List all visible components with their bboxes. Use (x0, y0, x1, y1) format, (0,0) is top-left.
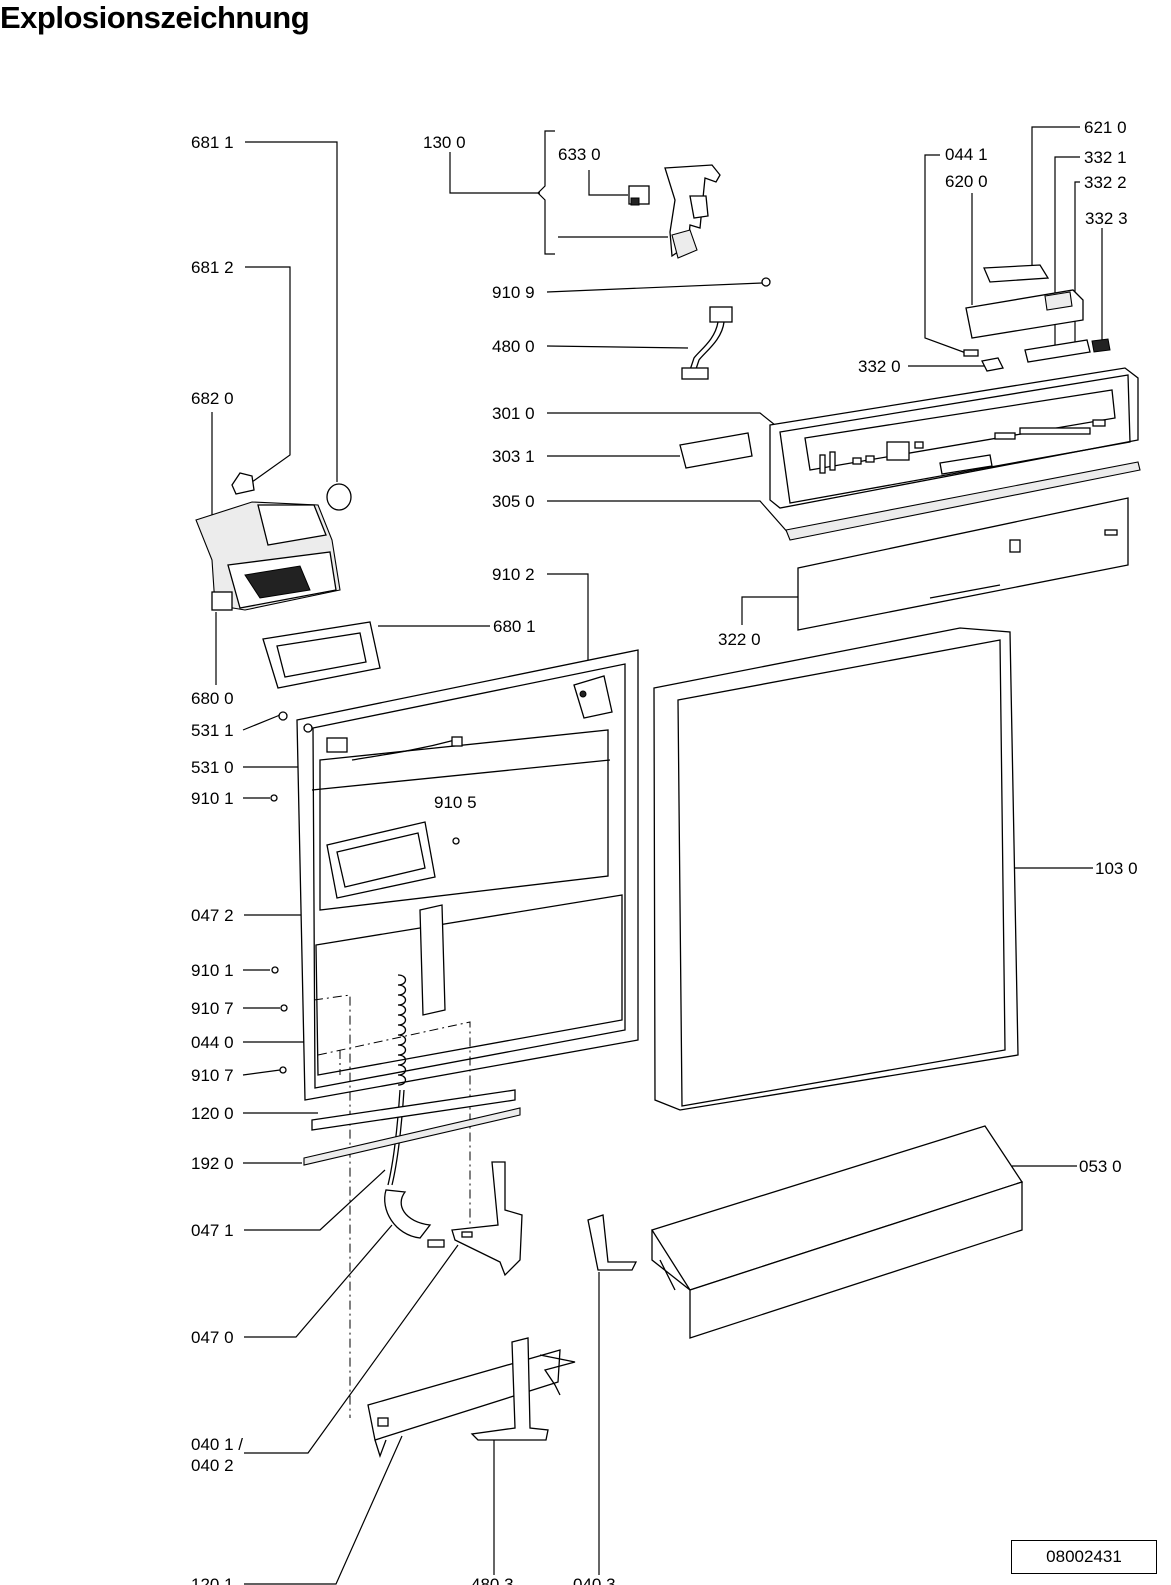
label-3322: 332 2 (1084, 173, 1127, 192)
label-9107b: 910 7 (191, 1066, 234, 1085)
label-9105: 910 5 (434, 793, 477, 812)
label-4800: 480 0 (492, 337, 535, 356)
detergent-dispenser (195, 501, 341, 611)
construction-lines (313, 994, 471, 1418)
hinge-bracket (451, 1161, 523, 1277)
label-1300: 130 0 (423, 133, 466, 152)
inner-door (296, 649, 639, 1101)
program-button (679, 432, 753, 469)
label-9107a: 910 7 (191, 999, 234, 1018)
electronic-module (963, 264, 1111, 372)
label-9109: 910 9 (492, 283, 535, 302)
label-6801: 680 1 (493, 617, 536, 636)
label-1030: 103 0 (1095, 859, 1138, 878)
label-5310: 531 0 (191, 758, 234, 777)
label-0440: 044 0 (191, 1033, 234, 1052)
label-1201: 120 1 (191, 1575, 234, 1585)
label-3323: 332 3 (1085, 209, 1128, 228)
screws (270, 711, 288, 1074)
label-0470: 047 0 (191, 1328, 234, 1347)
lower-panel (367, 1349, 576, 1459)
label-6811: 681 1 (191, 133, 234, 152)
label-0471: 047 1 (191, 1221, 234, 1240)
drawing-number: 08002431 (1011, 1540, 1157, 1574)
control-panel (769, 367, 1139, 509)
label-6800: 680 0 (191, 689, 234, 708)
label-3220: 322 0 (718, 630, 761, 649)
label-3320: 332 0 (858, 357, 901, 376)
label-0403: 040 3 (573, 1575, 616, 1585)
part-labels: 681 1 130 0 633 0 621 0 044 1 332 1 620 … (191, 118, 1138, 1585)
kick-plate (650, 1125, 1024, 1339)
panel-strip (785, 461, 1141, 541)
label-9101a: 910 1 (191, 789, 234, 808)
label-9102: 910 2 (492, 565, 535, 584)
cable-harness (681, 306, 733, 380)
side-bracket (587, 1214, 638, 1271)
outer-door-panel (653, 627, 1019, 1111)
label-3321: 332 1 (1084, 148, 1127, 167)
label-1920: 192 0 (191, 1154, 234, 1173)
label-3010: 301 0 (492, 404, 535, 423)
screw-part (761, 277, 771, 287)
label-1200: 120 0 (191, 1104, 234, 1123)
door-lock-assembly (628, 164, 721, 259)
label-0401: 040 1 / (191, 1435, 243, 1454)
label-3050: 305 0 (492, 492, 535, 511)
label-6812: 681 2 (191, 258, 234, 277)
label-0441: 044 1 (945, 145, 988, 164)
label-6210: 621 0 (1084, 118, 1127, 137)
label-0530: 053 0 (1079, 1157, 1122, 1176)
door-strips (303, 1089, 521, 1166)
label-3031: 303 1 (492, 447, 535, 466)
seal-ring (326, 483, 352, 511)
label-0402: 040 2 (191, 1456, 234, 1475)
label-6200: 620 0 (945, 172, 988, 191)
dispenser-gasket (262, 621, 381, 689)
control-fascia (797, 497, 1129, 631)
label-5311: 531 1 (191, 721, 234, 740)
label-4803: 480 3 (471, 1575, 514, 1585)
page-title: Explosionszeichnung (0, 0, 310, 35)
label-0472: 047 2 (191, 906, 234, 925)
label-9101b: 910 1 (191, 961, 234, 980)
dispenser-latch (231, 472, 255, 495)
label-6330: 633 0 (558, 145, 601, 164)
bottom-bracket (470, 1337, 549, 1441)
leader-lines (211, 126, 1103, 1585)
label-6820: 682 0 (191, 389, 234, 408)
